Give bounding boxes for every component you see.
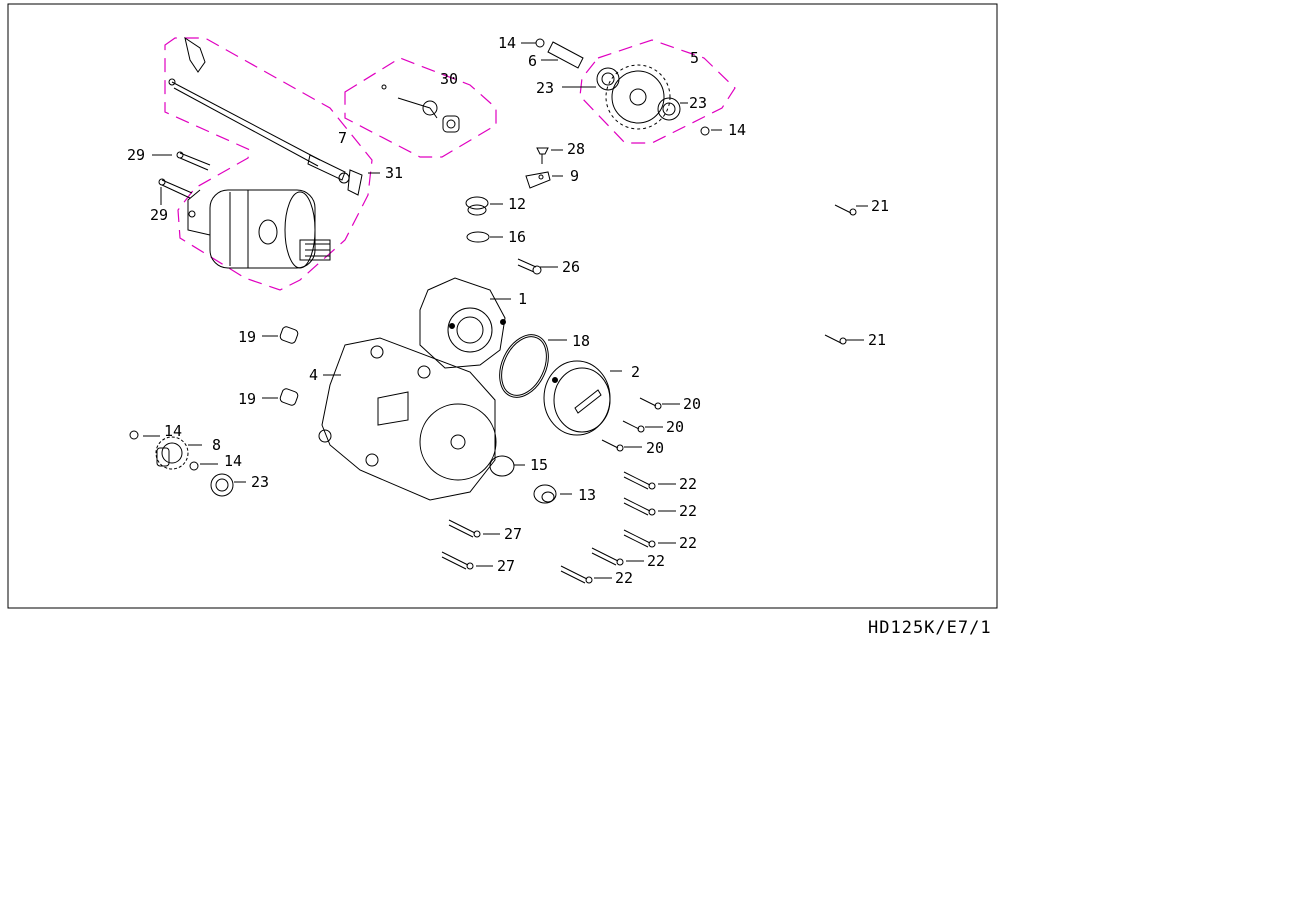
callout-26: 26	[562, 258, 580, 276]
leader-lines	[143, 42, 868, 579]
callout-1: 1	[518, 290, 527, 308]
bolt-21-bottom	[824, 334, 847, 345]
washer-14-top	[535, 38, 545, 48]
bolt-29-lower	[158, 178, 193, 199]
callout-8: 8	[212, 436, 221, 454]
bolt-26	[517, 258, 542, 275]
callout-18: 18	[572, 332, 590, 350]
bolt-21-top	[834, 204, 857, 216]
bolt-20-bottom	[601, 439, 624, 452]
group-5-outline	[579, 39, 736, 144]
bolt-20-top	[639, 397, 662, 410]
washer-14-lower	[189, 461, 199, 471]
plug-12	[465, 196, 489, 216]
callout-21-bottom: 21	[868, 331, 886, 349]
bolt-22-2	[623, 497, 656, 516]
starter-motor	[187, 189, 331, 269]
bearing-23-upper-left	[596, 67, 620, 91]
callout-20-bottom: 20	[646, 439, 664, 457]
callout-28: 28	[567, 140, 585, 158]
idle-gear-5	[605, 64, 671, 130]
starter-cover-1	[419, 277, 506, 369]
callout-31: 31	[385, 164, 403, 182]
callout-14-lower: 14	[224, 452, 242, 470]
bolt-28	[536, 147, 549, 164]
diagram-frame	[7, 3, 998, 609]
o-ring-15	[489, 455, 515, 477]
callout-14-lower-left: 14	[164, 422, 182, 440]
callout-27-upper: 27	[504, 525, 522, 543]
bolt-27-upper	[448, 519, 481, 538]
bolt-20-middle	[622, 420, 645, 433]
callout-14-right: 14	[728, 121, 746, 139]
plug-13	[533, 484, 557, 504]
o-ring-16	[466, 231, 490, 243]
callout-12: 12	[508, 195, 526, 213]
callout-23-upper-left: 23	[536, 79, 554, 97]
shaft-assembly-30	[381, 84, 460, 133]
callout-22-2: 22	[679, 502, 697, 520]
cable-boot-31	[347, 169, 363, 196]
washer-14-right	[700, 126, 710, 136]
bearing-23-lower	[210, 473, 234, 497]
callout-21-top: 21	[871, 197, 889, 215]
callout-23-upper-right: 23	[689, 94, 707, 112]
callout-5: 5	[690, 49, 699, 67]
timing-cap-2	[543, 360, 611, 436]
callout-6: 6	[528, 52, 537, 70]
reduction-gear-8	[155, 436, 189, 470]
starter-cable	[168, 36, 350, 184]
bolt-22-4	[591, 547, 624, 566]
callout-15: 15	[530, 456, 548, 474]
callout-4: 4	[309, 366, 318, 384]
callout-29-upper: 29	[127, 146, 145, 164]
callout-19-upper: 19	[238, 328, 256, 346]
bracket-9	[525, 171, 551, 189]
bolt-22-1	[623, 471, 656, 490]
bolt-22-5	[560, 565, 593, 584]
bearing-23-upper-right	[657, 97, 681, 121]
callout-7: 7	[338, 129, 347, 147]
callout-30: 30	[440, 70, 458, 88]
callout-13: 13	[578, 486, 596, 504]
callout-20-top: 20	[683, 395, 701, 413]
bolt-29-upper	[176, 151, 211, 171]
callout-16: 16	[508, 228, 526, 246]
bolt-22-3	[623, 529, 656, 548]
callout-22-1: 22	[679, 475, 697, 493]
callout-22-5: 22	[615, 569, 633, 587]
callout-29-lower: 29	[150, 206, 168, 224]
starter-motor-group-outline	[164, 37, 373, 291]
callout-9: 9	[570, 167, 579, 185]
callout-22-4: 22	[647, 552, 665, 570]
bolt-27-lower	[441, 551, 474, 570]
callout-2: 2	[631, 363, 640, 381]
callout-20-middle: 20	[666, 418, 684, 436]
crankcase-cover-4	[318, 337, 497, 501]
callout-23-lower: 23	[251, 473, 269, 491]
callout-19-lower: 19	[238, 390, 256, 408]
dowel-19-lower	[279, 388, 299, 406]
washer-14-lower-left	[129, 430, 139, 440]
callout-22-3: 22	[679, 534, 697, 552]
drawing-code: HD125K/E7/1	[868, 618, 992, 638]
group-30-outline	[344, 57, 497, 158]
shaft-6	[547, 41, 584, 69]
dowel-19-upper	[279, 326, 299, 344]
callout-14-top: 14	[498, 34, 516, 52]
callout-27-lower: 27	[497, 557, 515, 575]
gasket-18	[499, 334, 549, 398]
